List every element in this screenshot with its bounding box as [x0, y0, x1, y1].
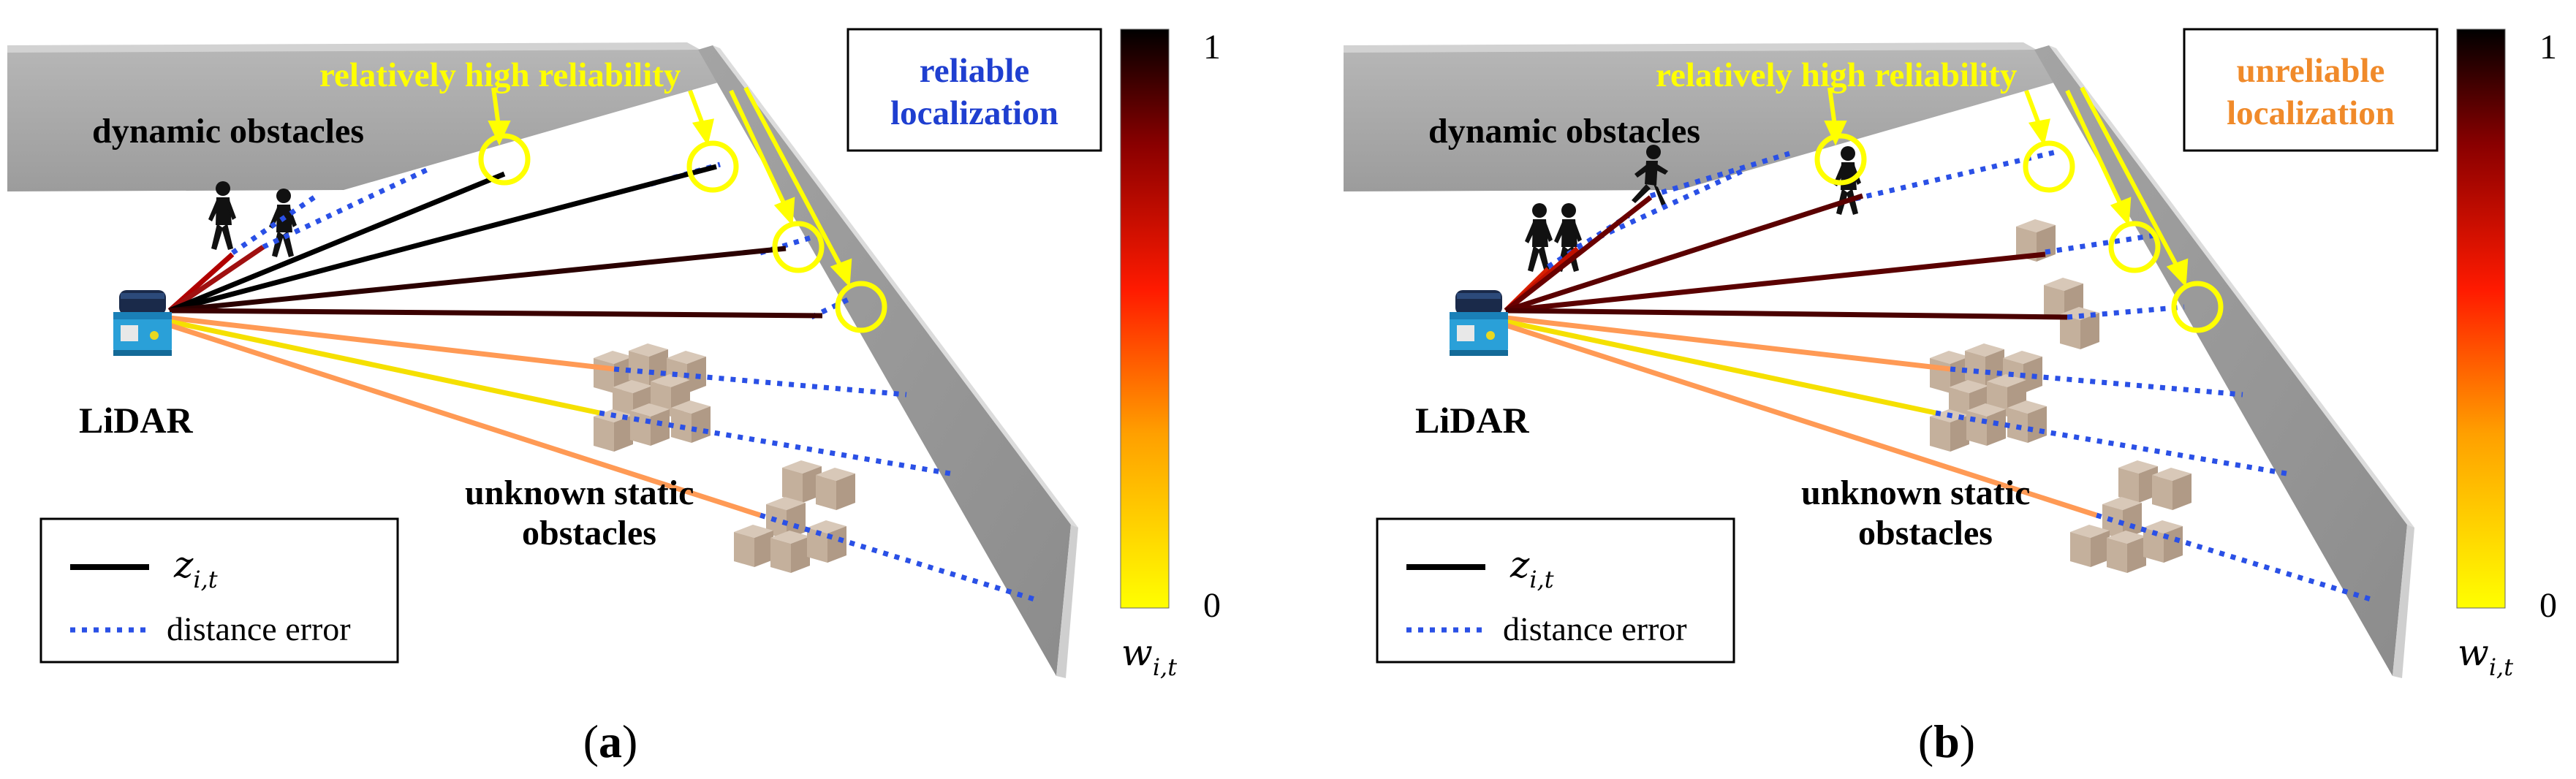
distance-error-lines: [231, 162, 1036, 602]
status-line1: unreliable: [2237, 52, 2385, 90]
colorbar: [2456, 28, 2506, 609]
status-box: [846, 28, 1102, 152]
reliability-arrows: [1824, 86, 2189, 287]
wall-top-edge: [1344, 42, 2037, 53]
lidar-label: LiDAR: [1415, 400, 1529, 441]
person-icon: [1525, 203, 1553, 272]
status-line2: localization: [890, 94, 1058, 132]
colorbar-max-label: 1: [2539, 28, 2557, 66]
static-obstacles-label-line1: unknown static: [1801, 474, 2030, 512]
colorbar-max-label: 1: [1203, 28, 1221, 66]
panel-a: dynamic obstacles relatively high reliab…: [7, 28, 1221, 767]
wall-end: [2393, 525, 2414, 678]
legend-z-label: zi,t: [173, 544, 218, 593]
dynamic-obstacles-label: dynamic obstacles: [1428, 112, 1700, 151]
high-reliability-label: relatively high reliability: [319, 56, 681, 94]
status-line2: localization: [2227, 94, 2395, 132]
wall-top-edge: [7, 42, 700, 53]
colorbar-min-label: 0: [2539, 586, 2557, 625]
wall-side-top: [713, 45, 1078, 528]
lidar-sensor-icon: [113, 290, 172, 356]
wall-end: [1056, 525, 1078, 678]
static-obstacles-label-line2: obstacles: [1858, 514, 1993, 552]
legend-box: [1376, 517, 1735, 664]
panel-b: dynamic obstacles relatively high reliab…: [1344, 28, 2557, 767]
panel-label: (a): [583, 715, 638, 767]
reliability-arrows: [488, 86, 852, 287]
high-reliability-label: relatively high reliability: [1656, 56, 2018, 94]
status-line1: reliable: [920, 52, 1030, 90]
colorbar-symbol: wi,t: [1121, 631, 1177, 681]
wall-back: [1344, 50, 2075, 191]
legend-z-label: zi,t: [1509, 544, 1554, 593]
wall-back: [7, 50, 738, 191]
status-box: [2183, 28, 2439, 152]
laser-beams: [167, 164, 823, 518]
static-obstacles-label-line2: obstacles: [522, 514, 656, 552]
colorbar: [1120, 28, 1170, 609]
dynamic-obstacles-label: dynamic obstacles: [92, 112, 364, 151]
legend-box: [39, 517, 399, 664]
person-icon: [208, 181, 236, 250]
static-obstacles-label-line1: unknown static: [465, 474, 694, 512]
laser-beams: [1504, 193, 2098, 518]
wall-side-top: [2049, 45, 2414, 528]
reliability-circles: [478, 133, 887, 333]
legend-error-label: distance error: [1503, 610, 1687, 647]
colorbar-min-label: 0: [1203, 586, 1221, 625]
reliability-circles: [1814, 133, 2224, 333]
lidar-sensor-icon: [1450, 290, 1508, 356]
lidar-label: LiDAR: [79, 400, 193, 441]
panel-label: (b): [1918, 715, 1975, 767]
colorbar-symbol: wi,t: [2458, 631, 2513, 681]
distance-error-lines: [1547, 149, 2372, 602]
legend-error-label: distance error: [167, 610, 351, 647]
